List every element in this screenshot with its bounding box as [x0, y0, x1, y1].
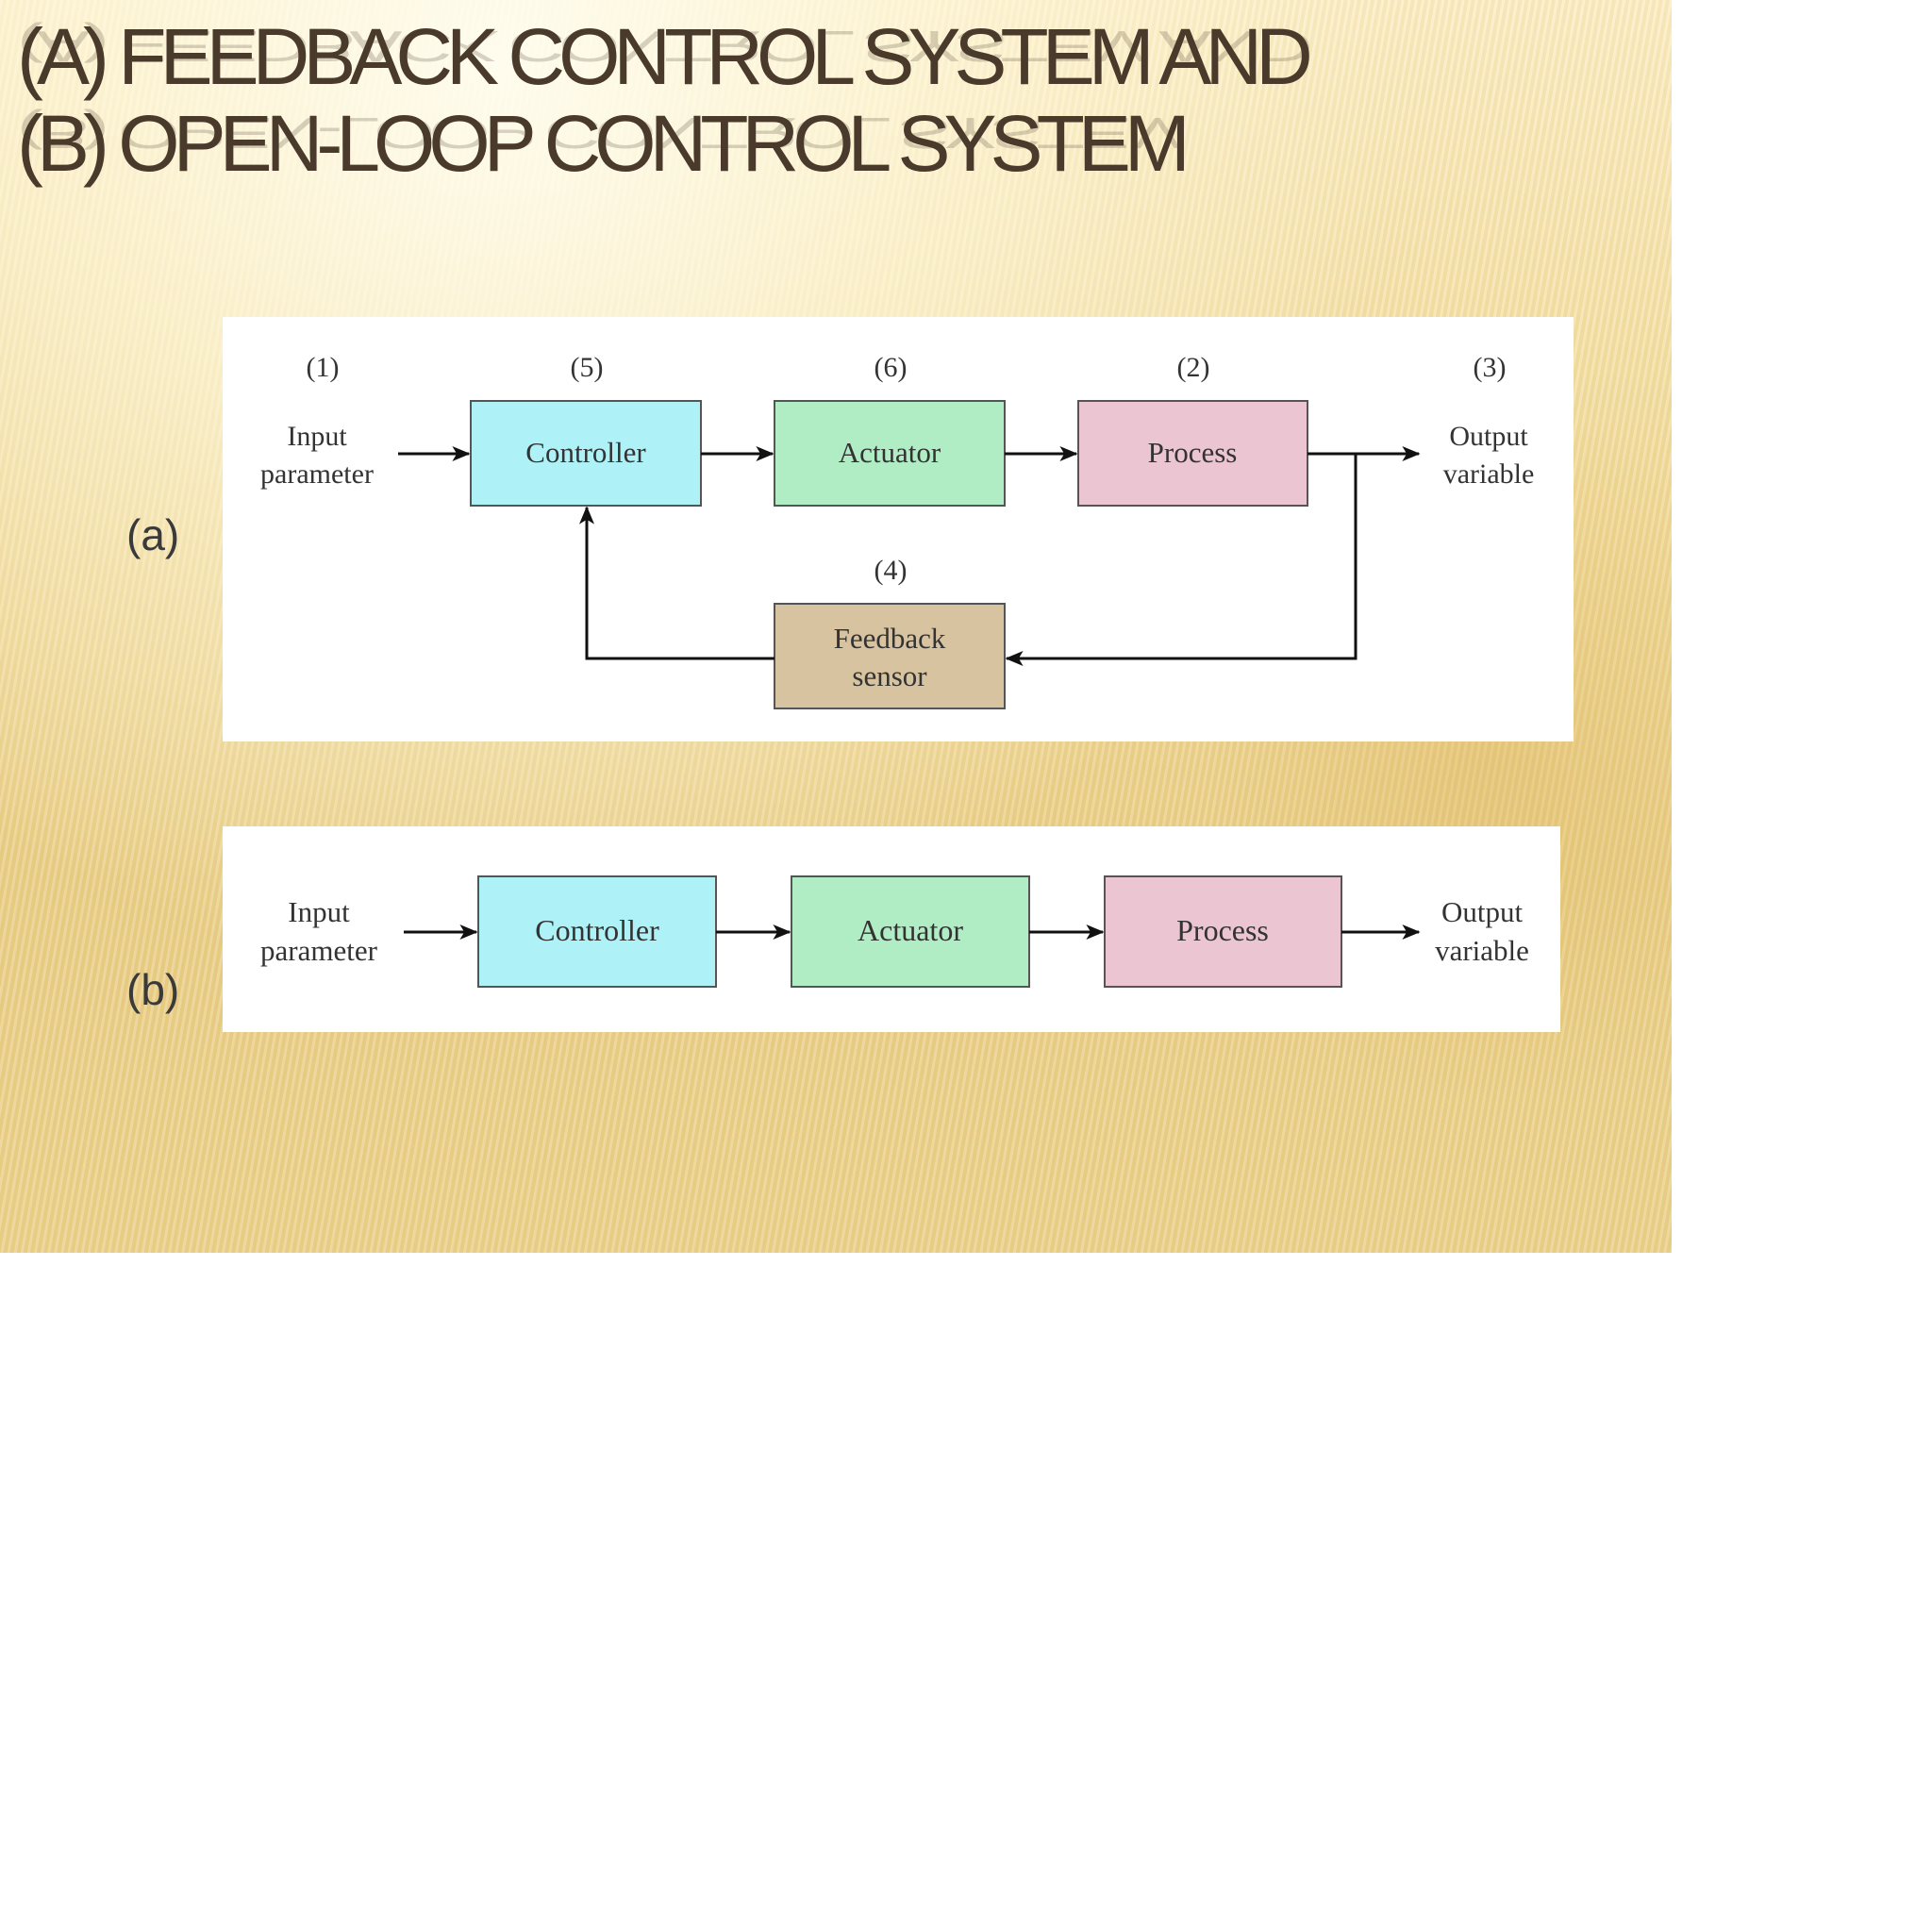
open-loop-input-label-line-2: parameter	[260, 934, 378, 967]
process-block	[1077, 400, 1308, 507]
controller-block-label: Controller	[525, 436, 646, 469]
output-number-label: (3)	[1474, 352, 1507, 383]
feedback-sensor-label-line-1: Feedback	[834, 622, 946, 655]
diagram-b-label: (b)	[126, 965, 180, 1014]
feedback-sensor-label-line-2: sensor	[852, 659, 927, 692]
feedback-diagram-panel: (1) (5) (6) (2) (3) (4) Input parameter …	[223, 317, 1574, 741]
output-label-line-1: Output	[1449, 421, 1528, 452]
feedback-diagram: (1) (5) (6) (2) (3) (4) Input parameter …	[260, 352, 1535, 709]
actuator-number-label: (6)	[874, 352, 908, 383]
input-number-label: (1)	[307, 352, 340, 383]
process-number-label: (2)	[1177, 352, 1210, 383]
controller-block	[470, 400, 702, 507]
arrow-output-to-feedback-sensor	[1005, 454, 1357, 666]
title-line-1-text: (A) FEEDBACK CONTROL SYSTEM AND	[17, 12, 1313, 101]
actuator-block-label: Actuator	[839, 436, 941, 469]
open-loop-diagram: Input parameter Output variable Controll…	[260, 875, 1529, 988]
input-label-line-1: Input	[287, 421, 347, 452]
open-loop-output-label-line-2: variable	[1435, 934, 1529, 967]
open-loop-process-label: Process	[1176, 913, 1269, 947]
open-loop-controller-block	[477, 875, 717, 988]
output-label-line-2: variable	[1443, 458, 1535, 490]
title-line-1: (A) FEEDBACK CONTROL SYSTEM AND (A) FEED…	[17, 12, 1313, 101]
open-loop-input-label-line-1: Input	[288, 895, 350, 928]
actuator-block	[774, 400, 1006, 507]
controller-number-label: (5)	[571, 352, 604, 383]
open-loop-actuator-label: Actuator	[858, 913, 963, 947]
open-loop-actuator-block	[791, 875, 1030, 988]
feedback-number-label: (4)	[874, 555, 908, 586]
open-loop-output-label-line-1: Output	[1441, 895, 1524, 928]
title-line-2: (B) OPEN-LOOP CONTROL SYSTEM (B) OPEN-LO…	[17, 100, 1307, 187]
open-loop-process-block	[1104, 875, 1342, 988]
input-label-line-2: parameter	[260, 458, 374, 490]
open-loop-diagram-panel: Input parameter Output variable Controll…	[223, 826, 1560, 1032]
slide-title: (A) FEEDBACK CONTROL SYSTEM AND (A) FEED…	[17, 12, 1313, 187]
title-line-2-text: (B) OPEN-LOOP CONTROL SYSTEM	[17, 99, 1191, 188]
feedback-sensor-block	[774, 603, 1006, 709]
slide-background: (A) FEEDBACK CONTROL SYSTEM AND (A) FEED…	[0, 0, 1672, 1253]
diagram-a-label: (a)	[126, 510, 180, 559]
open-loop-controller-label: Controller	[535, 913, 659, 947]
arrow-feedback-to-controller	[579, 506, 774, 660]
process-block-label: Process	[1148, 436, 1238, 469]
